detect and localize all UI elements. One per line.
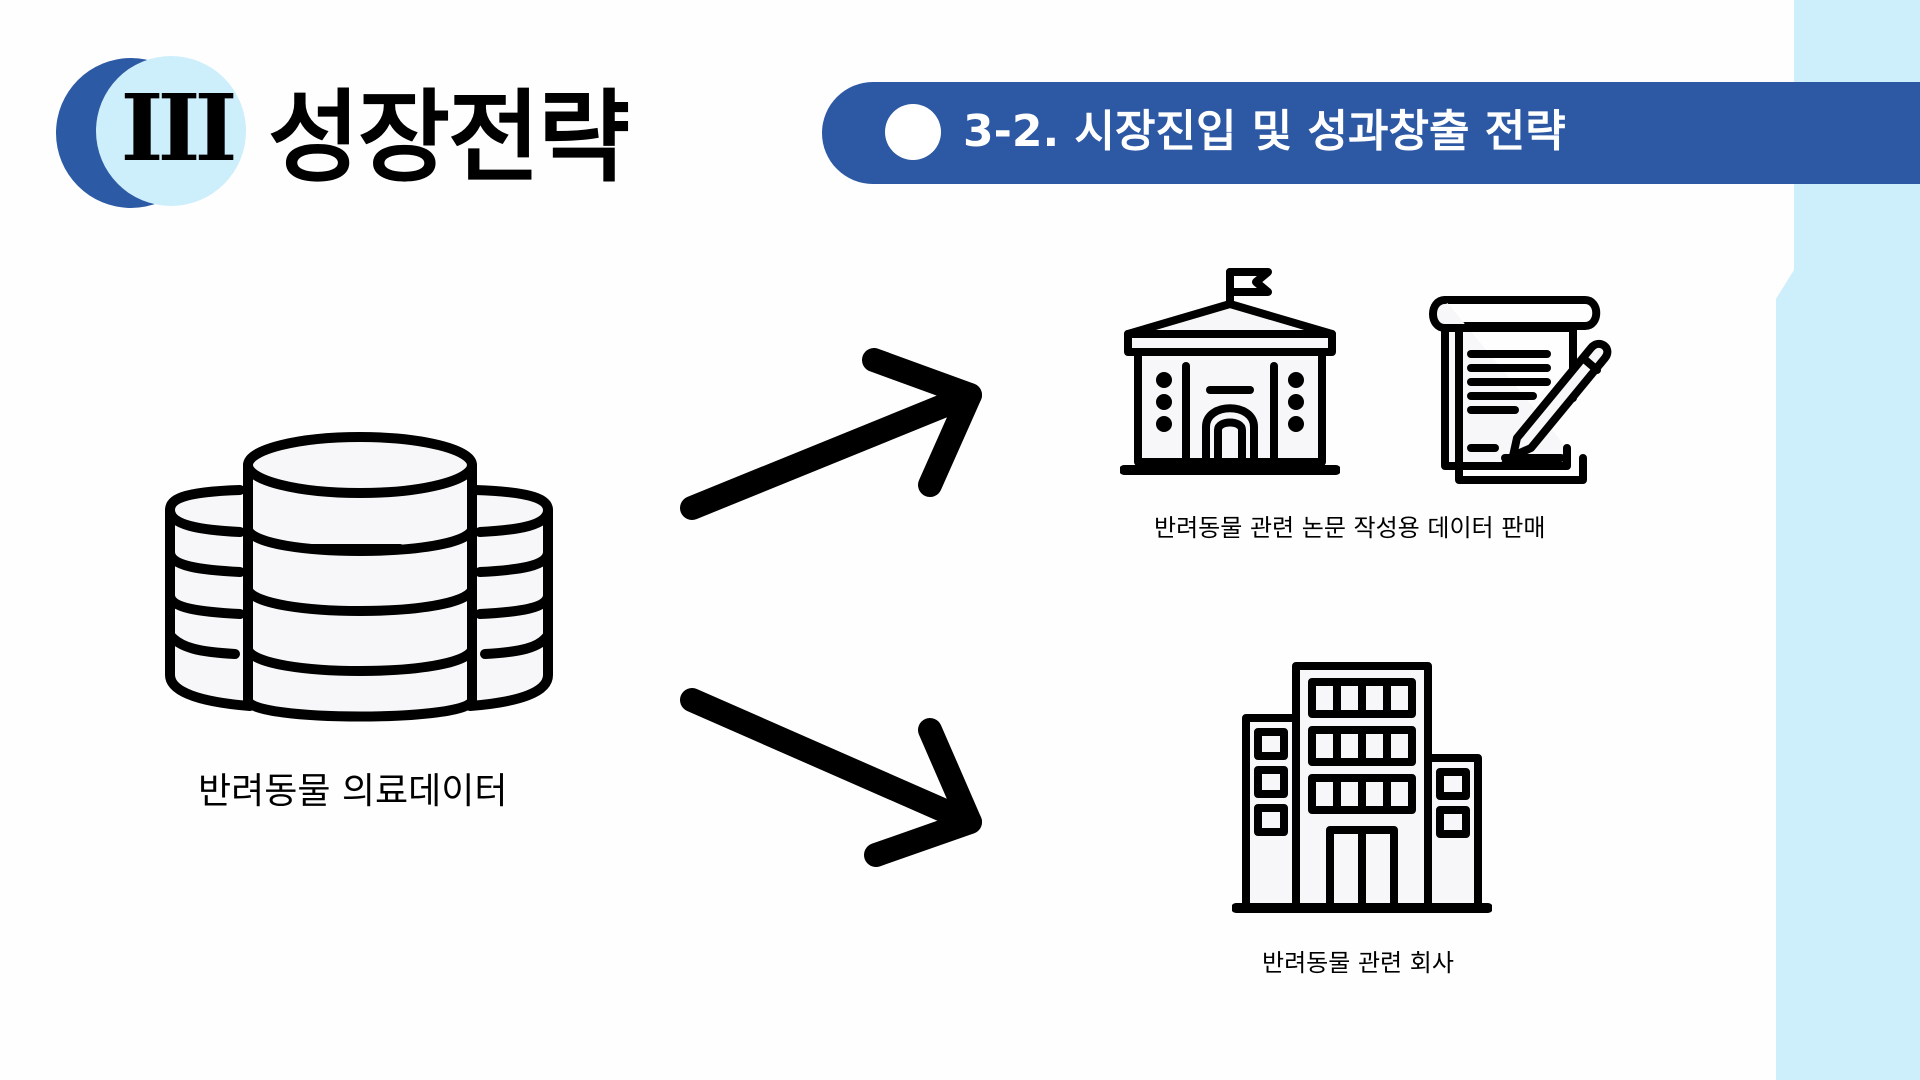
office-building-icon	[1232, 662, 1492, 913]
badge-circle-light	[96, 56, 246, 206]
arrow-up-right-icon	[680, 348, 982, 520]
university-icon	[1120, 268, 1340, 475]
subtitle-bar	[822, 82, 1920, 184]
section-badge: III	[56, 56, 246, 208]
database-icon	[165, 432, 553, 722]
page-title: 성장전략	[268, 79, 630, 196]
section-numeral: III	[120, 74, 237, 182]
target-label-research: 반려동물 관련 논문 작성용 데이터 판매	[1154, 514, 1546, 542]
source-label: 반려동물 의료데이터	[198, 771, 508, 812]
arrow-down-right-icon	[680, 688, 982, 867]
document-pen-icon	[1429, 296, 1612, 484]
subtitle-text: 3-2. 시장진입 및 성과창출 전략	[963, 106, 1566, 157]
target-label-company: 반려동물 관련 회사	[1262, 949, 1454, 977]
subtitle-dot-icon	[885, 104, 941, 160]
